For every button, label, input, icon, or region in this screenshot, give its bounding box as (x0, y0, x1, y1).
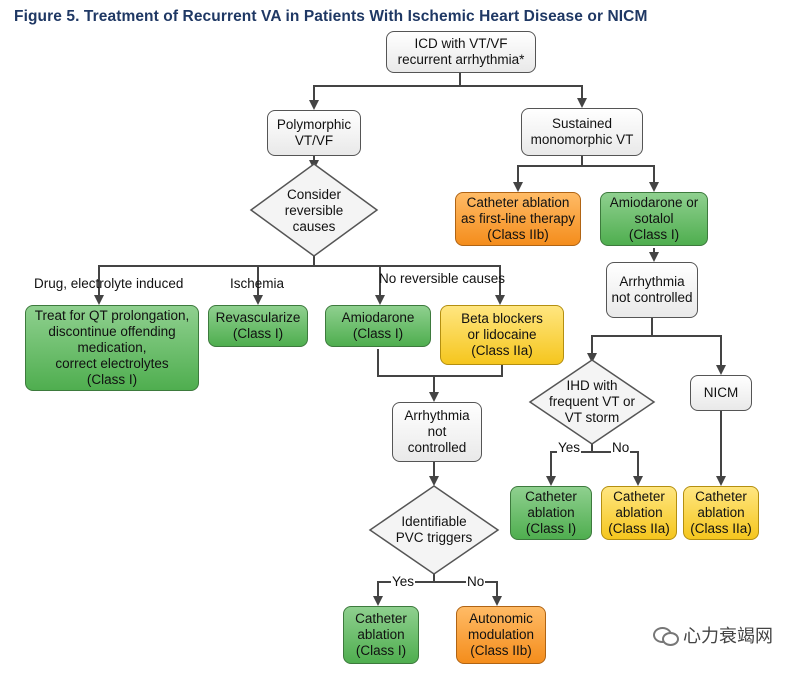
decision-ihd-frequent (528, 359, 656, 445)
label-no-reversible: No reversible causes (379, 271, 506, 286)
connector-arr-right-split (587, 318, 653, 363)
connector-merge-left (377, 349, 439, 402)
node-nicm: NICM (690, 375, 752, 411)
node-cath-class1-right: Catheter ablation (Class I) (510, 486, 592, 540)
node-beta-blockers: Beta blockers or lidocaine (Class IIa) (440, 305, 564, 365)
connector-root-right (460, 85, 587, 108)
node-cath-class2a-mid: Catheter ablation (Class IIa) (601, 486, 677, 540)
connector-pvc-no (434, 581, 502, 606)
label-yes-pvc: Yes (391, 574, 416, 589)
connector-consider-down (94, 252, 315, 305)
node-cath-first-line: Catheter ablation as first-line therapy … (455, 192, 581, 246)
node-identifiable-pvc: Identifiable PVC triggers (395, 514, 473, 545)
label-no-pvc: No (466, 574, 486, 589)
connector-merge-right (434, 365, 503, 377)
connector-sustained-split (513, 156, 583, 192)
label-no-ihd: No (611, 440, 631, 455)
node-treat-qt: Treat for QT prolongation, discontinue o… (25, 305, 199, 391)
node-polymorphic: Polymorphic VT/VF (267, 110, 361, 156)
node-cath-class2a-right: Catheter ablation (Class IIa) (683, 486, 759, 540)
node-root: ICD with VT/VF recurrent arrhythmia* (386, 31, 536, 73)
watermark: 心力衰竭网 (653, 622, 773, 648)
watermark-text: 心力衰竭网 (683, 626, 773, 646)
connector-root-left (309, 72, 461, 110)
figure-title: Figure 5. Treatment of Recurrent VA in P… (14, 8, 648, 25)
node-revascularize: Revascularize (Class I) (208, 305, 308, 347)
connector-noreversible (314, 265, 505, 305)
connector-sustained-amio (582, 165, 659, 192)
label-ischemia: Ischemia (230, 276, 285, 291)
label-yes-ihd: Yes (557, 440, 582, 455)
decision-identifiable-pvc (368, 485, 500, 575)
label-drug-electrolyte: Drug, electrolyte induced (34, 276, 184, 291)
node-arrhythmia-nc-center: Arrhythmia not controlled (392, 402, 482, 462)
node-ihd-frequent: IHD with frequent VT or VT storm (548, 378, 636, 425)
wechat-icon (653, 625, 679, 646)
node-arrhythmia-nc-right: Arrhythmia not controlled (606, 262, 698, 318)
connector-ihd-no (592, 451, 643, 486)
node-consider: Consider reversible causes (284, 187, 344, 234)
node-amiodarone: Amiodarone (Class I) (325, 305, 431, 347)
node-sustained: Sustained monomorphic VT (521, 108, 643, 156)
node-amio-sotalol: Amiodarone or sotalol (Class I) (600, 192, 708, 246)
node-cath-class1-bottom: Catheter ablation (Class I) (343, 606, 419, 664)
decision-consider-reversible (249, 163, 379, 257)
node-autonomic: Autonomic modulation (Class IIb) (456, 606, 546, 664)
connector-arr-right-nicm (652, 335, 726, 375)
